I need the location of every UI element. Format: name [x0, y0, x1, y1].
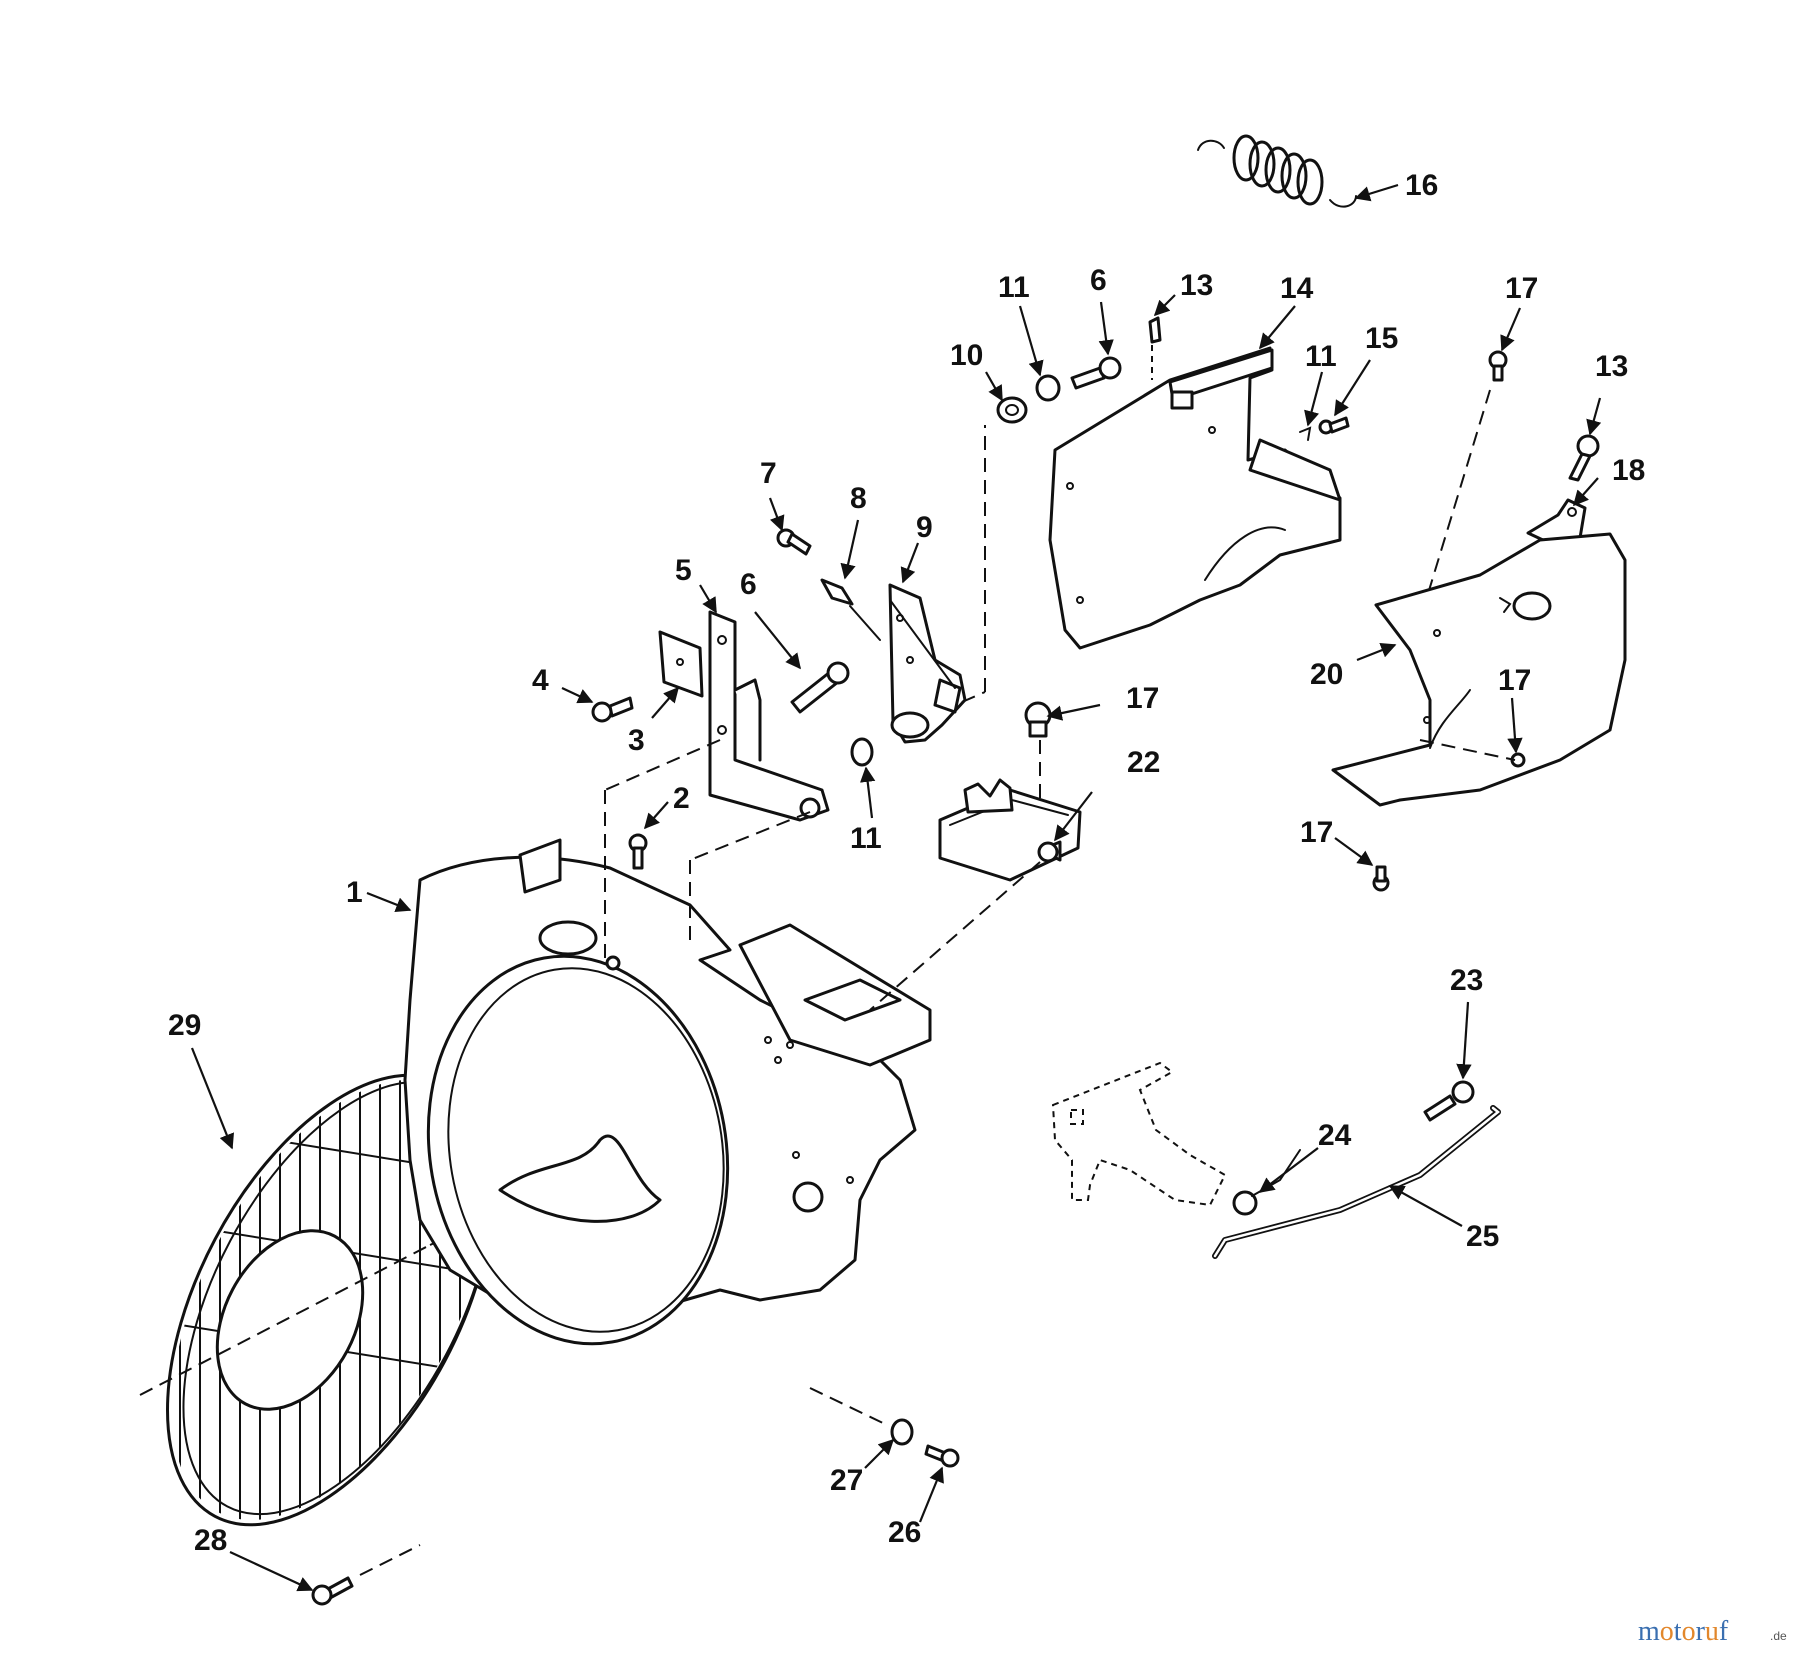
- callout-6-left: 6: [740, 568, 757, 601]
- part-6-bolt-left: [790, 661, 850, 714]
- callout-8: 8: [850, 482, 867, 515]
- part-2-screw: [628, 833, 648, 870]
- callout-11-upper: 11: [998, 271, 1030, 304]
- callout-20: 20: [1310, 658, 1343, 691]
- callout-11-right: 11: [1305, 340, 1337, 373]
- callout-9: 9: [916, 511, 933, 544]
- callout-5: 5: [675, 554, 692, 587]
- part-8-clip: [820, 578, 881, 641]
- part-27-washer: [809, 1387, 914, 1446]
- callout-25: 25: [1466, 1220, 1499, 1253]
- callout-4: 4: [532, 664, 549, 697]
- part-1-blower-housing: [403, 838, 932, 1346]
- wm-letter-u: u: [1705, 1616, 1719, 1647]
- part-23-clip: [1423, 1080, 1475, 1122]
- callout-6-upper: 6: [1090, 264, 1107, 297]
- wm-letter-o1: o: [1660, 1616, 1674, 1647]
- part-9-lever: [888, 425, 986, 744]
- part-4-screw: [591, 696, 634, 723]
- part-24-spring-clip: [1232, 1149, 1301, 1216]
- part-11-washer-upper: [1035, 374, 1061, 402]
- callout-17-right-mid: 17: [1498, 664, 1531, 697]
- callout-17-right-low: 17: [1300, 816, 1333, 849]
- callout-23: 23: [1450, 964, 1483, 997]
- wm-letter-t: t: [1674, 1616, 1682, 1647]
- callout-10: 10: [950, 339, 983, 372]
- callout-labels: 1 2 3 4 5 6 7 8 9 10 11 6 13 14 11 15 16…: [168, 169, 1645, 1557]
- callout-17-top: 17: [1505, 272, 1538, 305]
- wm-letter-m: m: [1638, 1616, 1660, 1647]
- part-7-screw: [776, 528, 812, 556]
- part-14-shroud: [1048, 346, 1342, 650]
- part-17-screw-right-low: [1372, 865, 1390, 892]
- callout-17-center: 17: [1126, 682, 1159, 715]
- part-5-bracket: [604, 610, 830, 960]
- part-11-washer-lower: [850, 737, 874, 767]
- callout-13-upper: 13: [1180, 269, 1213, 302]
- callout-15: 15: [1365, 322, 1398, 355]
- callout-3: 3: [628, 724, 645, 757]
- callout-leaders: [190, 183, 1602, 1592]
- part-15-screw: [1318, 416, 1350, 435]
- callout-29: 29: [168, 1009, 201, 1042]
- callout-22: 22: [1127, 746, 1160, 779]
- part-26-screw: [924, 1444, 960, 1468]
- callout-11-lower: 11: [850, 822, 882, 855]
- callout-1: 1: [346, 876, 363, 909]
- part-11-washer-right: [1299, 426, 1312, 441]
- part-13-pin-upper: [1148, 316, 1162, 380]
- wm-letter-o2: o: [1682, 1616, 1696, 1647]
- watermark-suffix: .de: [1770, 1629, 1787, 1643]
- callout-13-right: 13: [1595, 350, 1628, 383]
- part-28-screw: [311, 1544, 421, 1606]
- part-3-bracket: [658, 630, 704, 698]
- callout-18: 18: [1612, 454, 1645, 487]
- callout-7: 7: [760, 457, 777, 490]
- callout-16: 16: [1405, 169, 1438, 202]
- watermark-logo: motoruf .de: [1638, 1616, 1787, 1647]
- throttle-lever-reference: [1051, 1061, 1227, 1207]
- callout-14: 14: [1280, 272, 1314, 305]
- callout-26: 26: [888, 1516, 921, 1549]
- part-20-cover: [1331, 532, 1627, 807]
- part-22-module: [869, 778, 1082, 1011]
- part-25-rod: [1212, 1105, 1501, 1259]
- part-17-screw-right-mid: [1419, 739, 1526, 768]
- part-13-screw-right: [1568, 434, 1600, 482]
- part-6-bolt-upper: [1070, 356, 1122, 390]
- part-16-spring: [1197, 134, 1357, 208]
- callout-24: 24: [1318, 1119, 1352, 1152]
- callout-28: 28: [194, 1524, 227, 1557]
- wm-letter-f: f: [1719, 1616, 1729, 1647]
- part-17-screw-top: [1419, 350, 1508, 621]
- callout-2: 2: [673, 782, 690, 815]
- part-10-spacer: [996, 396, 1028, 424]
- part-17-bolt-center: [1024, 701, 1052, 800]
- wm-letter-r: r: [1696, 1616, 1706, 1647]
- callout-27: 27: [830, 1464, 863, 1497]
- svg-text:motoruf: motoruf: [1638, 1616, 1729, 1647]
